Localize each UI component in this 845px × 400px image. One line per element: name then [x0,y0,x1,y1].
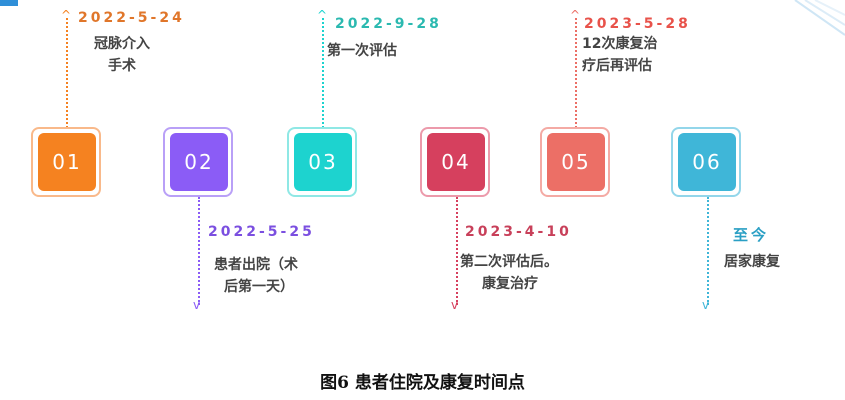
step-description: 居家康复 [724,254,780,270]
arrow-down-icon: v [193,298,201,312]
step-number-badge: 05 [547,133,605,191]
connector-line [198,197,200,305]
connector-line [322,18,324,128]
step-frame [287,127,357,197]
arrow-up-icon: ^ [570,8,581,22]
step-frame [163,127,233,197]
step-description: 第一次评估 [327,43,397,59]
connector-line [456,197,458,305]
step-number-badge: 04 [427,133,485,191]
step-frame [540,127,610,197]
connector-line [575,18,577,128]
connector-line [66,18,68,128]
step-number-badge: 01 [38,133,96,191]
connector-line [707,197,709,305]
step-date: 2022-9-28 [335,16,442,32]
step-date: 2022-5-24 [78,10,185,26]
step-description: 患者出院（术后第一天） [214,257,298,295]
step-date: 至今 [733,226,770,244]
step-frame [31,127,101,197]
step-date: 2023-5-28 [584,16,691,32]
arrow-down-icon: v [702,298,710,312]
corner-mark [0,0,18,6]
step-date: 2023-4-10 [465,224,572,240]
figure-caption: 图6 患者住院及康复时间点 [320,373,525,393]
step-description: 第二次评估后。康复治疗 [460,254,558,292]
arrow-up-icon: ^ [317,8,328,22]
step-description: 12次康复治疗后再评估 [582,36,658,74]
step-number-badge: 03 [294,133,352,191]
step-number-badge: 06 [678,133,736,191]
arrow-down-icon: v [451,298,459,312]
step-number-badge: 02 [170,133,228,191]
arrow-up-icon: ^ [61,8,72,22]
step-frame [420,127,490,197]
step-description: 冠脉介入手术 [94,36,150,74]
step-frame [671,127,741,197]
decorative-lines [794,0,845,36]
step-date: 2022-5-25 [208,224,315,240]
